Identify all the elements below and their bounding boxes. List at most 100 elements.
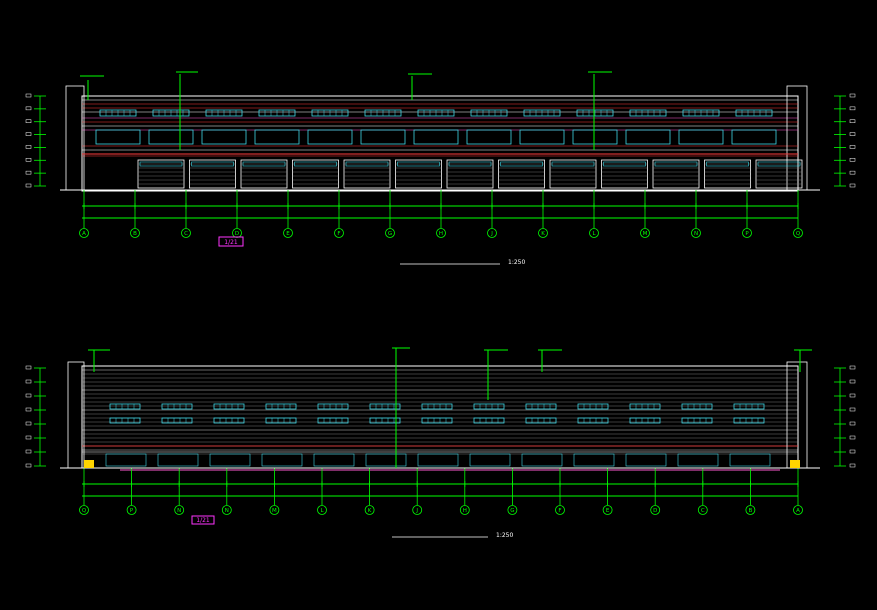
top-left-level-mark [25, 93, 32, 98]
bottom-ground-window [677, 453, 719, 467]
top-window-mid [360, 129, 406, 145]
bottom-window [161, 403, 193, 410]
top-right-level-mark [849, 93, 856, 98]
top-axis-bubble [436, 228, 446, 238]
top-bay-window [603, 161, 646, 167]
top-axis-label: Q [796, 231, 801, 237]
bottom-axis-label: L [320, 508, 324, 514]
top-bay-window [397, 161, 440, 167]
bottom-axis-bubble [79, 505, 89, 515]
top-window-mid [95, 129, 141, 145]
bottom-window [525, 417, 557, 424]
top-window-mid [307, 129, 353, 145]
top-bay-window [448, 161, 492, 167]
top-annotation-leaders [80, 71, 612, 150]
bottom-axis-label: M [272, 508, 277, 514]
top-bay-door [704, 159, 751, 189]
top-axis-bubble [283, 228, 293, 238]
top-right-level-markers [834, 93, 856, 188]
bottom-axis-label: H [463, 508, 467, 514]
top-axis-label: G [388, 231, 392, 237]
top-bay-window [139, 161, 183, 167]
top-axis-bubble [793, 228, 803, 238]
bottom-axis-bubble [412, 505, 423, 515]
bottom-window [525, 403, 557, 410]
bottom-ground-window [157, 453, 199, 467]
bottom-right-level-mark [849, 435, 856, 440]
bottom-window [369, 403, 401, 410]
top-scale-label: 1:250 [508, 259, 525, 266]
bottom-window [681, 417, 713, 424]
bottom-window [421, 403, 453, 410]
top-left-level-mark [25, 106, 32, 111]
bottom-ground-window [417, 453, 459, 467]
bottom-door-right [790, 460, 800, 468]
top-window-mid [519, 129, 565, 145]
top-axis-bubble [487, 228, 497, 238]
top-note-box-label: 1/21 [224, 239, 238, 246]
top-left-level-mark [25, 132, 32, 136]
top-bay-door [137, 159, 185, 189]
top-axis-label: A [82, 231, 86, 237]
top-right-level-mark [849, 119, 856, 123]
top-bay-door [343, 159, 391, 189]
bottom-left-level-mark [25, 421, 32, 426]
bottom-axis-bubble [745, 505, 756, 515]
bottom-axis-label: P [130, 508, 134, 514]
bottom-axis-label: K [368, 508, 372, 514]
top-window-mid [201, 129, 247, 145]
bottom-left-level-mark [25, 393, 32, 398]
top-bay-window [500, 161, 543, 167]
top-left-level-mark [25, 158, 32, 162]
bottom-window [681, 403, 713, 410]
top-bay-door [549, 159, 597, 189]
top-right-level-mark [849, 158, 856, 162]
bottom-window [577, 417, 609, 424]
top-window-mid [572, 129, 618, 145]
top-axis-bubble [181, 228, 191, 238]
bottom-left-level-mark [25, 365, 32, 370]
bottom-axis-bubble [174, 505, 185, 515]
bottom-ground-window [313, 453, 355, 467]
bottom-window [109, 403, 141, 410]
bottom-axis-label: N [225, 508, 229, 514]
top-axis-label: E [286, 231, 290, 237]
bottom-right-level-mark [849, 379, 856, 384]
bottom-window [629, 417, 661, 424]
bottom-window [473, 403, 505, 410]
top-loading-bays [60, 153, 820, 191]
bottom-axis-bubble [317, 505, 327, 515]
bottom-note-box-label: 1/21 [196, 517, 210, 524]
bottom-ground-window [625, 453, 667, 467]
top-axis-label: N [694, 231, 698, 237]
bottom-right-level-mark [849, 393, 856, 398]
bottom-axis-label: E [606, 508, 610, 514]
top-bay-window [551, 161, 595, 167]
top-axis-label: M [643, 231, 648, 237]
bottom-ground-window [729, 453, 771, 467]
top-window-mid [466, 129, 512, 145]
bottom-right-level-mark [849, 421, 856, 426]
bottom-window [161, 417, 193, 424]
bottom-window [733, 417, 765, 424]
bottom-left-level-mark [25, 463, 32, 468]
bottom-window [369, 417, 401, 424]
top-axis-label: F [337, 231, 340, 237]
bottom-axis-bubble [221, 505, 232, 515]
bottom-window [473, 417, 505, 424]
bottom-axis-label: N [177, 508, 181, 514]
bottom-annotation-leaders [88, 347, 812, 468]
bottom-window [317, 403, 349, 410]
top-axis-bubble [691, 228, 701, 238]
bottom-axis-label: A [796, 508, 800, 514]
top-building-outline [81, 95, 799, 192]
bottom-ground-window [365, 453, 407, 467]
top-axis-bubble [640, 228, 650, 238]
bottom-ground-window [261, 453, 303, 467]
bottom-right-level-mark [849, 449, 856, 454]
bottom-axis-bubble [459, 505, 470, 515]
bottom-windows [105, 403, 780, 471]
top-left-level-mark [25, 145, 32, 149]
